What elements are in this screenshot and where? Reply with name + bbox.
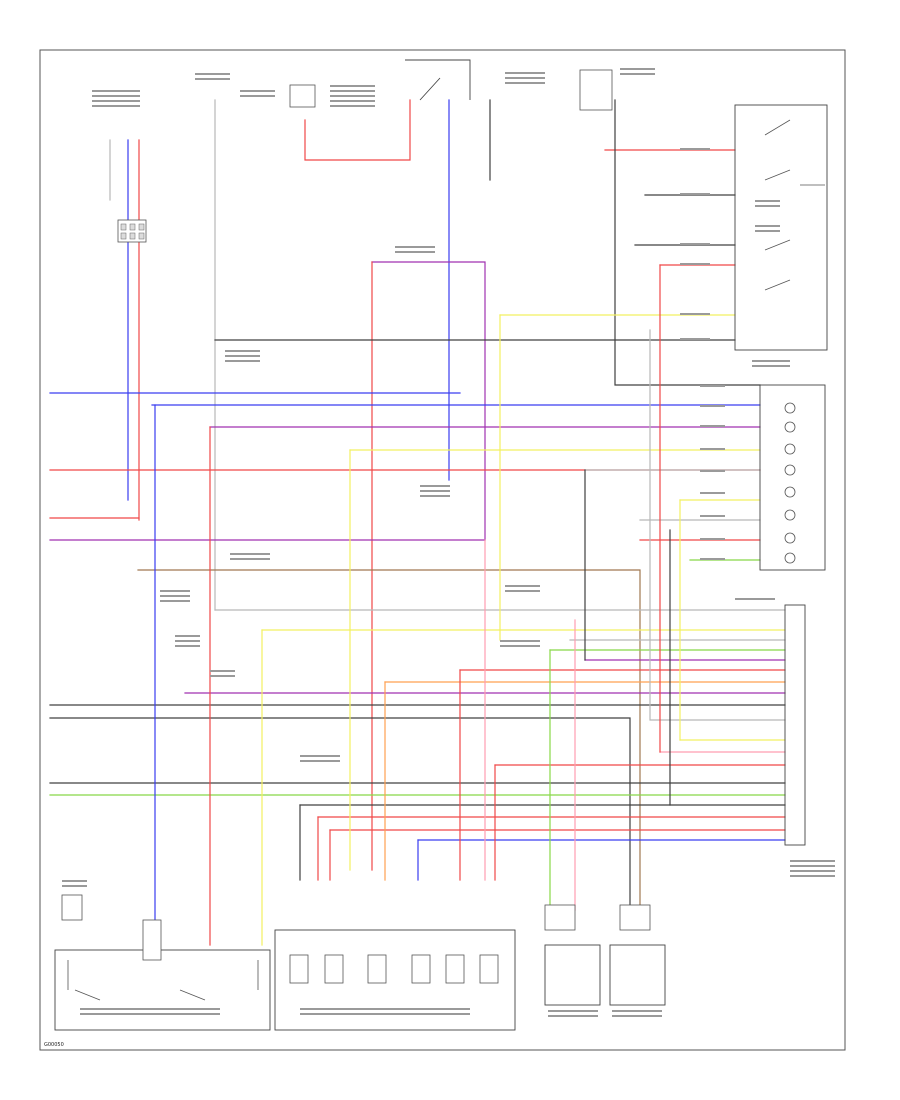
round-connector-pins [784, 402, 796, 564]
round-connector [759, 384, 826, 571]
bottom-left-sensor-symbols [67, 960, 259, 1001]
label-marks [62, 68, 835, 1017]
wire-layer [49, 99, 786, 946]
wire-dark-sw2 [614, 99, 761, 386]
component-layer [54, 59, 828, 1031]
wire-red-c2 [304, 99, 411, 161]
wire-gray-r1 [649, 329, 786, 721]
sensor-top-1 [289, 84, 316, 108]
solenoids [289, 954, 499, 984]
switch-panel-contacts [764, 119, 825, 291]
ecu-connector [784, 604, 806, 846]
speed-sensor-2 [609, 944, 666, 1006]
switch-top-symbol [405, 59, 471, 101]
speed-sensor-1 [544, 944, 601, 1006]
diagram-frame [39, 49, 846, 1051]
solenoid-block [274, 929, 516, 1031]
bottom-left-sensor [54, 949, 271, 1031]
wire-brown-l1 [137, 569, 641, 911]
relay-top-right [579, 69, 613, 111]
switch-panel [734, 104, 828, 351]
footer-code: G00050 [44, 1042, 64, 1048]
wire-violet-c3 [371, 261, 486, 541]
wire-dark-l11 [49, 717, 631, 911]
